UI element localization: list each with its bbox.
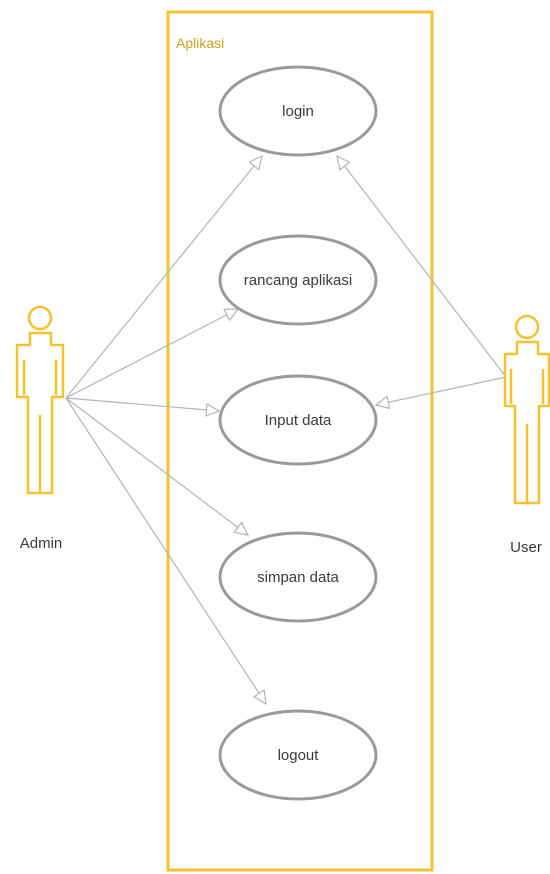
association-admin-simpan	[65, 397, 250, 536]
use-case-input-data-ellipse	[218, 374, 378, 466]
actor-user-label: User	[510, 539, 542, 556]
use-case-logout-label: logout	[278, 747, 320, 764]
use-case-simpan-data-ellipse	[218, 531, 378, 623]
system-boundary	[166, 10, 434, 872]
arrowhead-icon	[223, 308, 240, 322]
arrowhead-icon	[374, 395, 391, 410]
actor-admin-icon	[15, 305, 65, 495]
use-case-logout-ellipse	[218, 709, 378, 801]
association-admin-rancang	[65, 308, 240, 399]
association-admin-logout	[65, 397, 267, 706]
association-line	[65, 155, 263, 399]
actor-user-icon	[503, 314, 550, 505]
arrowhead-icon	[252, 689, 267, 706]
use-case-input-data-label: Input data	[265, 412, 332, 429]
association-line	[65, 308, 239, 399]
association-line	[65, 397, 220, 412]
associations	[65, 154, 507, 706]
association-line	[65, 397, 267, 705]
use-case-rancang-aplikasi-label: rancang aplikasi	[244, 272, 352, 289]
association-line	[375, 376, 507, 406]
arrowhead-icon	[205, 402, 221, 417]
use-case-simpan-data-label: simpan data	[257, 569, 339, 586]
arrowhead-icon	[233, 521, 250, 536]
use-case-rancang-aplikasi[interactable]: rancang aplikasi	[218, 234, 378, 326]
association-line	[65, 397, 249, 536]
use-case-login-ellipse	[218, 65, 378, 157]
actor-admin[interactable]: Admin	[15, 305, 65, 552]
use-case-input-data[interactable]: Input data	[218, 374, 378, 466]
use-case-login[interactable]: login	[218, 65, 378, 157]
association-line	[336, 155, 507, 378]
arrowhead-icon	[248, 154, 263, 171]
system-title: Aplikasi	[176, 35, 224, 51]
use-case-simpan-data[interactable]: simpan data	[218, 531, 378, 623]
association-user-input	[374, 376, 507, 410]
actor-admin-label: Admin	[20, 535, 63, 552]
association-admin-login	[65, 154, 263, 399]
actor-user[interactable]: User	[503, 314, 550, 556]
arrowhead-icon	[336, 154, 351, 171]
use-case-login-label: login	[282, 103, 314, 120]
use-case-rancang-aplikasi-ellipse	[218, 234, 378, 326]
association-admin-input	[65, 397, 221, 417]
use-case-logout[interactable]: logout	[218, 709, 378, 801]
association-user-login	[336, 154, 507, 378]
